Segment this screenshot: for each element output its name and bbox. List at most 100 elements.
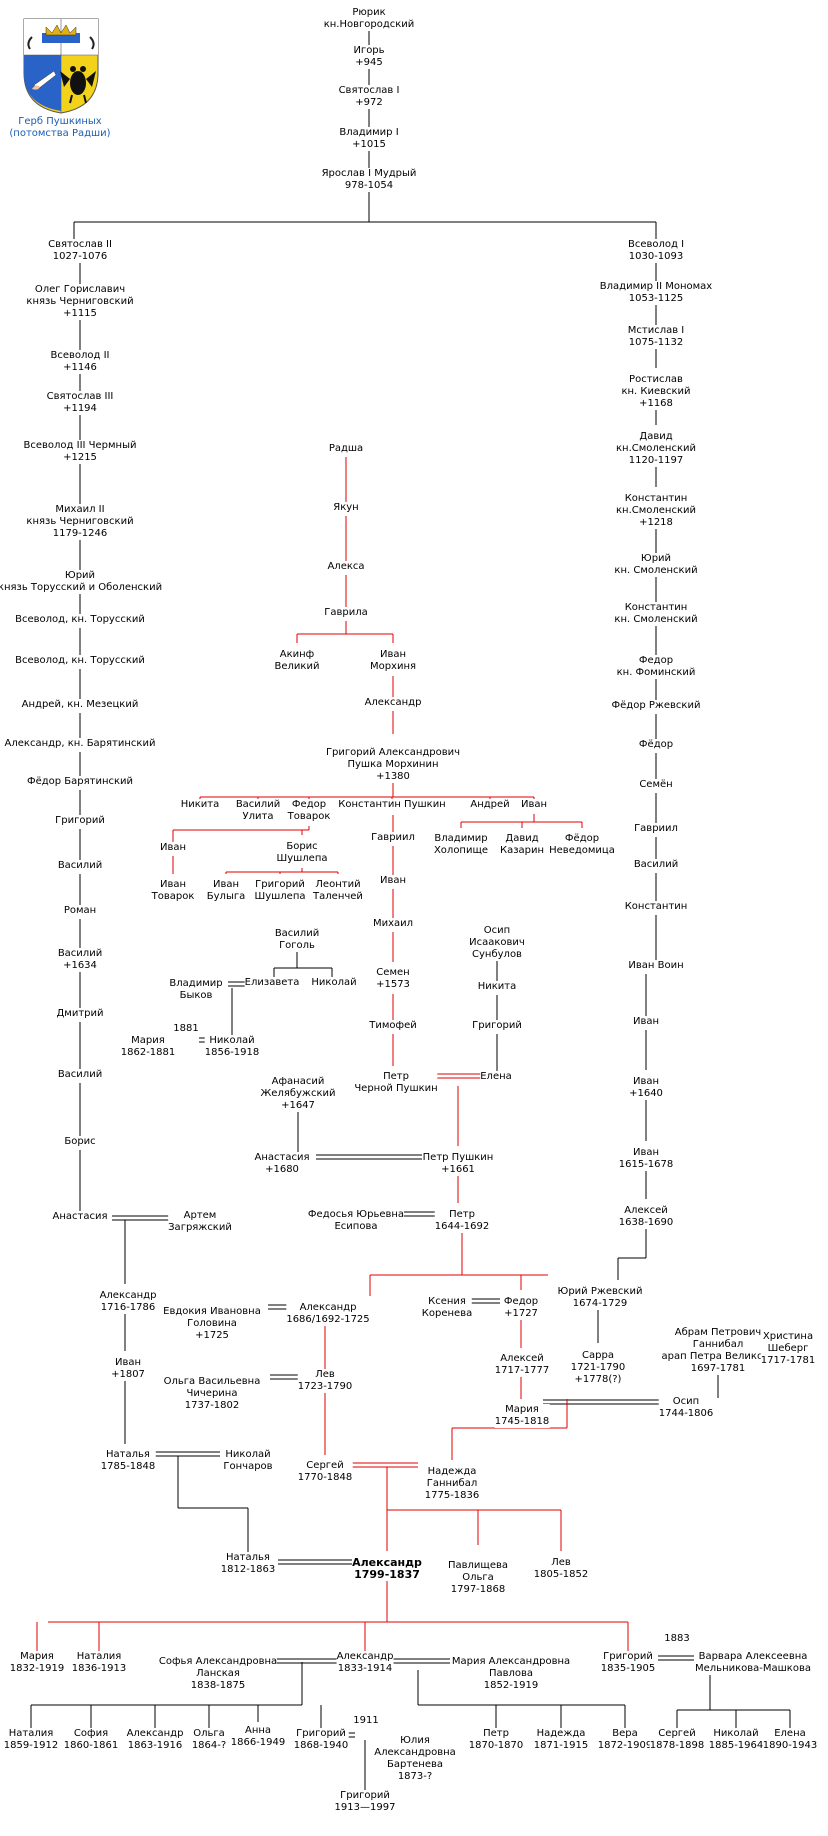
person-node-nadezhda: Надежда Ганнибал 1775-1836 bbox=[424, 1466, 480, 1502]
person-node-yuri_tar: Юрий князь Торусский и Оболенский bbox=[0, 570, 163, 594]
person-node-nataliya_36: Наталия 1836-1913 bbox=[71, 1651, 127, 1675]
person-node-mariya_pav: Мария Александровна Павлова 1852-1919 bbox=[451, 1656, 571, 1692]
person-node-mikhail_p: Михаил bbox=[372, 918, 414, 930]
person-node-mariya_32: Мария 1832-1919 bbox=[9, 1651, 65, 1675]
person-node-sergey_78: Сергей 1878-1898 bbox=[649, 1728, 705, 1752]
person-node-natalya_z: Наталья 1785-1848 bbox=[100, 1449, 156, 1473]
person-node-leontiy: Леонтий Таленчей bbox=[313, 879, 363, 903]
person-node-nikolay_gog: Николай bbox=[311, 977, 357, 989]
person-node-yakun: Якун bbox=[333, 502, 359, 514]
person-node-nataliya_59: Наталия 1859-1912 bbox=[3, 1728, 59, 1752]
person-node-grigoriy_13: Григорий 1913—1997 bbox=[334, 1790, 396, 1814]
person-node-grigoriy_s: Григорий bbox=[472, 1020, 522, 1032]
person-node-gavriil_r: Гавриил bbox=[634, 823, 678, 835]
person-node-boris_l: Борис bbox=[64, 1136, 96, 1148]
person-node-ivan_r1: Иван bbox=[632, 1016, 660, 1028]
person-node-nikita_s: Никита bbox=[477, 981, 517, 993]
person-node-fedor_r: Фёдор bbox=[638, 739, 674, 751]
person-node-ivan_r2: Иван +1640 bbox=[629, 1076, 663, 1100]
person-node-boris_sh: Борис Шушлепа bbox=[276, 841, 328, 865]
person-node-sergey_70: Сергей 1770-1848 bbox=[297, 1460, 353, 1484]
person-node-alexey_17: Алексей 1717-1777 bbox=[494, 1353, 550, 1377]
person-node-oleg: Олег Гориславич князь Черниговский +1115 bbox=[26, 284, 134, 320]
person-node-vsevolod2: Всеволод II +1146 bbox=[50, 350, 110, 374]
person-node-ivan_p: Иван bbox=[520, 799, 548, 811]
person-node-yaroslav: Ярослав I Мудрый 978-1054 bbox=[321, 168, 417, 192]
person-node-petr_44: Петр 1644-1692 bbox=[434, 1209, 490, 1233]
person-node-igor: Игорь +945 bbox=[353, 45, 385, 69]
person-node-konst_sm1: Константин кн.Смоленский +1218 bbox=[615, 493, 697, 529]
person-node-year_1911: 1911 bbox=[353, 1715, 379, 1727]
person-node-alexey_r: Алексей 1638-1690 bbox=[618, 1205, 674, 1229]
person-node-lev_05: Лев 1805-1852 bbox=[533, 1557, 589, 1581]
person-node-rostislav: Ростислав кн. Киевский +1168 bbox=[621, 374, 691, 410]
person-node-fedor_nev: Фёдор Неведомица bbox=[549, 833, 615, 857]
person-node-vladimir_byk: Владимир Быков bbox=[169, 978, 223, 1002]
person-node-ivan_t1: Иван bbox=[159, 842, 187, 854]
person-node-mstislav: Мстислав I 1075-1132 bbox=[627, 325, 685, 349]
person-node-semen_r: Семён bbox=[639, 779, 673, 791]
person-node-svyatoslav1: Святослав I +972 bbox=[338, 85, 400, 109]
person-node-fedor_rzh: Фёдор Ржевский bbox=[611, 700, 701, 712]
person-node-grigoriy_l: Григорий bbox=[55, 815, 105, 827]
person-node-natalya_g: Наталья 1812-1863 bbox=[220, 1552, 276, 1576]
person-node-yuri_sm: Юрий кн. Смоленский bbox=[614, 553, 698, 577]
person-node-ivan_bul: Иван Булыга bbox=[206, 879, 246, 903]
person-node-david_kaz: Давид Казарин bbox=[499, 833, 545, 857]
person-node-alexandr_86: Александр 1686/1692-1725 bbox=[286, 1302, 370, 1326]
person-node-vladimir_hol: Владимир Холопище bbox=[433, 833, 489, 857]
person-node-vasiliy_r: Василий bbox=[633, 859, 679, 871]
coat-of-arms-icon bbox=[20, 15, 102, 115]
person-node-vasiliy_l3: Василий bbox=[57, 1069, 103, 1081]
person-node-ivan_mor: Иван Морхиня bbox=[369, 649, 417, 673]
person-node-nikolay_56: Николай 1856-1918 bbox=[204, 1035, 260, 1059]
person-node-anastasia_zh: Анастасия +1680 bbox=[254, 1152, 310, 1176]
person-node-monomakh: Владимир II Мономах 1053-1125 bbox=[599, 281, 713, 305]
person-node-evdokiya: Евдокия Ивановна Головина +1725 bbox=[163, 1306, 261, 1342]
person-node-alex_bar: Александр, кн. Барятинский bbox=[4, 738, 156, 750]
person-node-olga_ch: Ольга Васильевна Чичерина 1737-1802 bbox=[163, 1376, 261, 1412]
person-node-timofey: Тимофей bbox=[369, 1020, 417, 1032]
person-node-alexandr_ps: Александр 1799-1837 bbox=[352, 1556, 422, 1581]
person-node-ivan_tov: Иван Товарок bbox=[151, 879, 195, 903]
person-node-vsevolod3: Всеволод III Чермный +1215 bbox=[23, 440, 137, 464]
person-node-anastasia_l: Анастасия bbox=[52, 1211, 108, 1223]
person-node-ivan_p2: Иван bbox=[379, 875, 407, 887]
person-node-nikita_p: Никита bbox=[180, 799, 220, 811]
person-node-osip_sun: Осип Исаакович Сунбулов bbox=[469, 925, 525, 961]
person-node-vasiliy_l1: Василий bbox=[57, 860, 103, 872]
person-node-vsev_tor1: Всеволод, кн. Торусский bbox=[15, 614, 145, 626]
person-node-vladimir1: Владимир I +1015 bbox=[339, 127, 399, 151]
person-node-grigoriy_68: Григорий 1868-1940 bbox=[293, 1728, 349, 1752]
person-node-sofya_lan: Софья Александровна Ланская 1838-1875 bbox=[158, 1656, 278, 1692]
person-node-elizaveta: Елизавета bbox=[244, 977, 300, 989]
person-node-fedor_fom: Федор кн. Фоминский bbox=[616, 655, 696, 679]
person-node-alexandr_m: Александр bbox=[364, 697, 422, 709]
person-node-alexandr_33: Александр 1833-1914 bbox=[336, 1651, 394, 1675]
person-node-alexandr_63: Александр 1863-1916 bbox=[126, 1728, 184, 1752]
person-node-ivan_z: Иван +1807 bbox=[111, 1357, 145, 1381]
person-node-vasiliy_gog: Василий Гоголь bbox=[274, 928, 320, 952]
person-node-svyatoslav3: Святослав III +1194 bbox=[46, 391, 114, 415]
person-node-roman: Роман bbox=[63, 905, 97, 917]
person-node-vsev_tor2: Всеволод, кн. Торусский bbox=[15, 655, 145, 667]
person-node-olga_pav: Павлищева Ольга 1797-1868 bbox=[447, 1560, 509, 1596]
person-node-petr_chp: Петр Черной Пушкин bbox=[354, 1071, 438, 1095]
person-node-alexandr_z: Александр 1716-1786 bbox=[99, 1290, 157, 1314]
person-node-yuliya: Юлия Александровна Бартенева 1873-? bbox=[374, 1735, 456, 1783]
person-node-yuri_rzh: Юрий Ржевский 1674-1729 bbox=[557, 1286, 643, 1310]
person-node-akinf: Акинф Великий bbox=[274, 649, 320, 673]
person-node-rurik: Рюрик кн.Новгородский bbox=[323, 7, 415, 31]
person-node-fedor_tov: Федор Товарок bbox=[287, 799, 331, 823]
person-node-khristina: Христина Шеберг 1717-1781 bbox=[760, 1331, 816, 1367]
person-node-gavrila: Гаврила bbox=[324, 607, 368, 619]
person-node-konst_push: Константин Пушкин bbox=[338, 799, 446, 811]
person-node-sofiya_60: София 1860-1861 bbox=[63, 1728, 119, 1752]
person-node-svyatoslav2: Святослав II 1027-1076 bbox=[48, 239, 112, 263]
person-node-grigoriy_35: Григорий 1835-1905 bbox=[600, 1651, 656, 1675]
person-node-vasiliy_l2: Василий +1634 bbox=[57, 948, 103, 972]
person-node-petr_70: Петр 1870-1870 bbox=[468, 1728, 524, 1752]
person-node-ivan_r3: Иван 1615-1678 bbox=[618, 1147, 674, 1171]
